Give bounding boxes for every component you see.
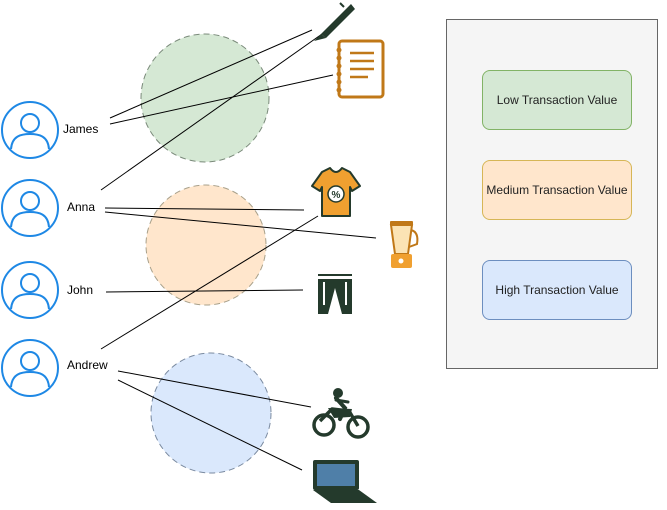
- person-label-james: James: [63, 122, 99, 136]
- link-james-notepad: [109, 74, 334, 125]
- link-john-pants: [105, 289, 304, 293]
- link-anna-blender: [104, 211, 377, 239]
- low-value-group: [140, 33, 270, 163]
- legend-low-value: Low Transaction Value: [482, 70, 632, 130]
- motorcycle-icon: [312, 388, 370, 439]
- link-andrew-motorcycle: [117, 370, 312, 408]
- pen-icon: [314, 2, 355, 41]
- connections: [100, 29, 377, 471]
- blender-icon: [389, 221, 419, 268]
- svg-text:%: %: [332, 190, 341, 201]
- tshirt-icon: %: [311, 167, 361, 217]
- link-andrew-tshirt: [100, 215, 319, 350]
- link-anna-pen: [100, 33, 323, 191]
- link-andrew-laptop: [117, 379, 303, 471]
- person-icon-andrew: [1, 339, 59, 397]
- link-james-pen: [109, 29, 313, 119]
- legend-medium-value: Medium Transaction Value: [482, 160, 632, 220]
- person-icon-anna: [1, 179, 59, 237]
- laptop-icon: [313, 460, 377, 503]
- person-icon-john: [1, 261, 59, 319]
- high-value-group: [150, 352, 272, 474]
- person-label-anna: Anna: [67, 200, 96, 214]
- person-icon-james: [1, 101, 59, 159]
- medium-value-group: [145, 184, 267, 306]
- notepad-icon: [336, 39, 385, 99]
- pants-icon: [318, 274, 352, 314]
- person-label-andrew: Andrew: [67, 358, 108, 372]
- legend-high-value: High Transaction Value: [482, 260, 632, 320]
- person-label-john: John: [67, 283, 94, 297]
- legend-panel: Low Transaction Value Medium Transaction…: [446, 19, 658, 369]
- link-anna-tshirt: [104, 207, 305, 211]
